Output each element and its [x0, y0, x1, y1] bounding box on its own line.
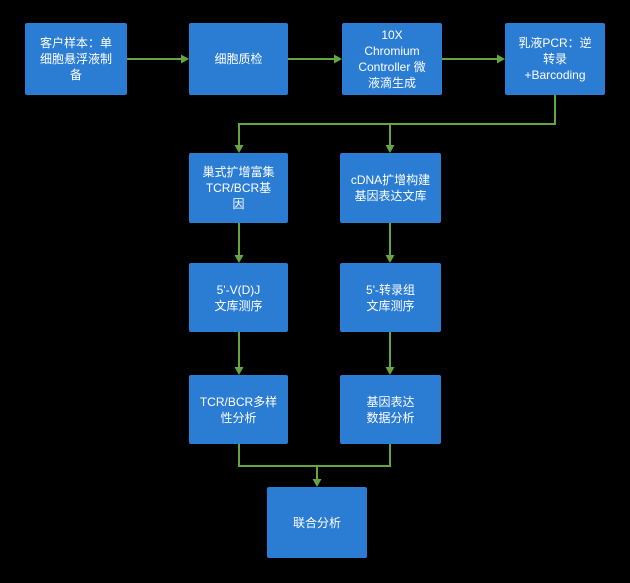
node-vdj-seq: 5'-V(D)J 文库测序: [189, 263, 288, 332]
node-label: 客户样本：单 细胞悬浮液制 备: [39, 36, 112, 82]
arrowhead-icon: [234, 255, 244, 263]
node-cell-qc: 细胞质检: [189, 23, 288, 95]
node-joint-analysis: 联合分析: [267, 487, 367, 558]
arrowhead-icon: [385, 367, 395, 375]
arrowhead-icon: [497, 54, 505, 64]
node-label: 5'-V(D)J 文库测序: [214, 282, 263, 313]
node-cdna-amp: cDNA扩增构建 基因表达文库: [340, 153, 441, 223]
node-label: 联合分析: [292, 515, 341, 530]
node-gene-exp-analysis: 基因表达 数据分析: [340, 375, 441, 444]
edge-pcr-split: [238, 95, 556, 146]
node-emulsion-pcr: 乳液PCR：逆 转录 +Barcoding: [505, 23, 605, 95]
node-label: 5'-转录组 文库测序: [366, 282, 415, 313]
arrowhead-icon: [234, 145, 244, 153]
node-nested-amp: 巢式扩增富集 TCR/BCR基 因: [189, 153, 288, 223]
node-label: TCR/BCR多样 性分析: [199, 394, 278, 425]
node-label: cDNA扩增构建 基因表达文库: [350, 173, 431, 203]
node-sample-prep: 客户样本：单 细胞悬浮液制 备: [25, 23, 127, 95]
node-label: 10X Chromium Controller 微 液滴生成: [358, 28, 426, 90]
node-chromium: 10X Chromium Controller 微 液滴生成: [342, 23, 442, 95]
arrowhead-icon: [234, 367, 244, 375]
edge-tcr-to-joint: [238, 444, 317, 467]
node-transcriptome-seq: 5'-转录组 文库测序: [340, 263, 441, 332]
arrowhead-icon: [181, 54, 189, 64]
node-label: 基因表达 数据分析: [366, 394, 415, 425]
node-label: 细胞质检: [214, 52, 263, 66]
node-tcr-bcr-analysis: TCR/BCR多样 性分析: [189, 375, 288, 444]
edge-geneexp-to-joint: [317, 444, 391, 467]
arrowhead-icon: [312, 479, 322, 487]
arrowhead-icon: [334, 54, 342, 64]
node-label: 巢式扩增富集 TCR/BCR基 因: [202, 165, 275, 211]
arrowhead-icon: [385, 255, 395, 263]
arrowhead-icon: [385, 145, 395, 153]
node-label: 乳液PCR：逆 转录 +Barcoding: [518, 36, 592, 82]
